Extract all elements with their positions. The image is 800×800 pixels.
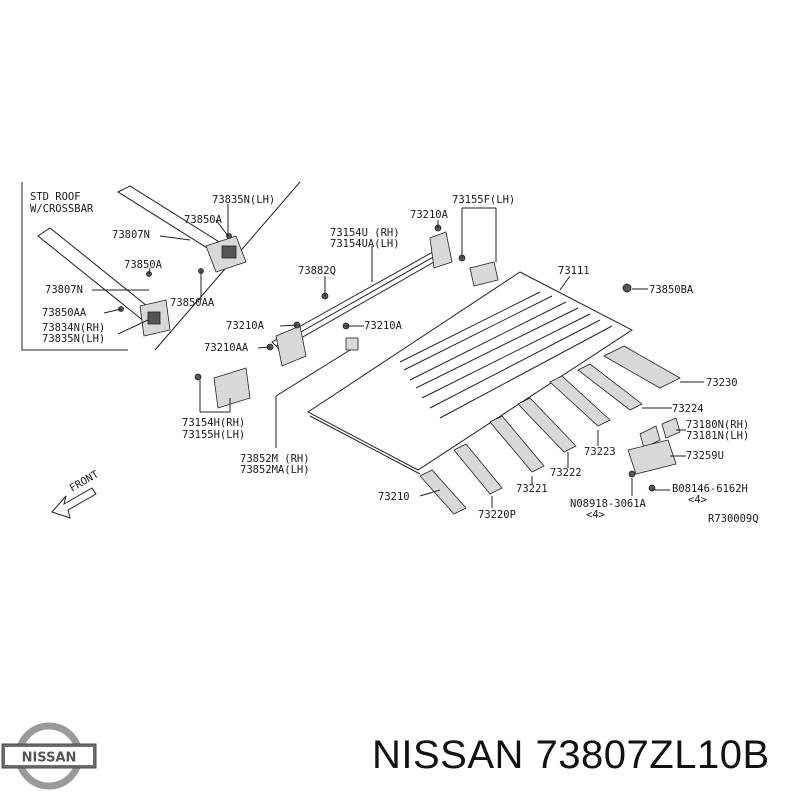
callout-B08146-qty: <4> bbox=[688, 494, 707, 506]
front-direction-arrow: FRONT bbox=[51, 468, 102, 519]
callout-B08146-6162H: B08146-6162H bbox=[672, 483, 748, 495]
diagram-reference-code: R730009Q bbox=[708, 513, 759, 525]
nissan-logo: NISSAN bbox=[1, 722, 97, 790]
callout-73223: 73223 bbox=[584, 446, 616, 458]
callout-73852M-RH: 73852M (RH) bbox=[240, 453, 310, 465]
callout-73222: 73222 bbox=[550, 467, 582, 479]
callout-73210AA: 73210AA bbox=[204, 342, 249, 354]
front-label: FRONT bbox=[68, 468, 102, 495]
callout-73852MA-LH: 73852MA(LH) bbox=[240, 464, 310, 476]
crossbar-inset: STD ROOF W/CROSSBAR bbox=[21, 181, 301, 351]
callout-73835N-LH-2: 73835N(LH) bbox=[42, 333, 105, 345]
callout-73850AA: 73850AA bbox=[170, 297, 215, 309]
callout-73210: 73210 bbox=[378, 491, 410, 503]
callout-73850A: 73850A bbox=[184, 214, 223, 226]
callout-73154U-RH: 73154U (RH) bbox=[330, 227, 400, 239]
roof-panel: 73111 73850BA bbox=[307, 265, 694, 475]
side-hardware: 73180N(RH) 73181N(LH) 73259U B08146-6162… bbox=[570, 417, 749, 521]
callout-73155F-LH: 73155F(LH) bbox=[452, 194, 515, 206]
callout-N08918-3061A: N08918-3061A bbox=[570, 498, 647, 510]
callout-73111: 73111 bbox=[558, 265, 590, 277]
roof-bows: 73230 73224 73223 73222 73221 73210 7322… bbox=[378, 345, 738, 521]
roof-rail-assembly: 73155F(LH) 73210A 73154U (RH) 73154UA(LH… bbox=[182, 194, 632, 476]
callout-73850BA: 73850BA bbox=[649, 284, 694, 296]
nissan-logo-wordmark: NISSAN bbox=[22, 751, 77, 766]
callout-73230: 73230 bbox=[706, 377, 738, 389]
callout-73181N-LH: 73181N(LH) bbox=[686, 430, 749, 442]
callout-73850AA-2: 73850AA bbox=[42, 307, 87, 319]
roof-panel-exploded-diagram: STD ROOF W/CROSSBAR bbox=[21, 181, 759, 525]
callout-73850A-2: 73850A bbox=[124, 259, 163, 271]
callout-73220P: 73220P bbox=[478, 509, 516, 521]
callout-73154H-RH: 73154H(RH) bbox=[182, 417, 245, 429]
callout-73835N-LH: 73835N(LH) bbox=[212, 194, 275, 206]
part-number-caption: NISSAN 73807ZL10B bbox=[372, 733, 770, 777]
callout-N08918-qty: <4> bbox=[586, 509, 605, 521]
callout-73210A-top: 73210A bbox=[410, 209, 449, 221]
callout-73210A-left: 73210A bbox=[226, 320, 265, 332]
callout-73882Q: 73882Q bbox=[298, 265, 336, 277]
callout-73210A-right: 73210A bbox=[364, 320, 403, 332]
callout-73180N-RH: 73180N(RH) bbox=[686, 419, 749, 431]
inset-note-line2: W/CROSSBAR bbox=[30, 203, 94, 215]
callout-73224: 73224 bbox=[672, 403, 704, 415]
inset-note-line1: STD ROOF bbox=[30, 191, 81, 203]
callout-73221: 73221 bbox=[516, 483, 548, 495]
callout-73154UA-LH: 73154UA(LH) bbox=[330, 238, 400, 250]
callout-73807N: 73807N bbox=[112, 229, 150, 241]
callout-73259U: 73259U bbox=[686, 450, 724, 462]
callout-73807N-2: 73807N bbox=[45, 284, 83, 296]
callout-73155H-LH: 73155H(LH) bbox=[182, 429, 245, 441]
crossbar-upper bbox=[116, 185, 247, 273]
crossbar-lower bbox=[37, 227, 171, 337]
callout-73834N-RH: 73834N(RH) bbox=[42, 322, 105, 334]
